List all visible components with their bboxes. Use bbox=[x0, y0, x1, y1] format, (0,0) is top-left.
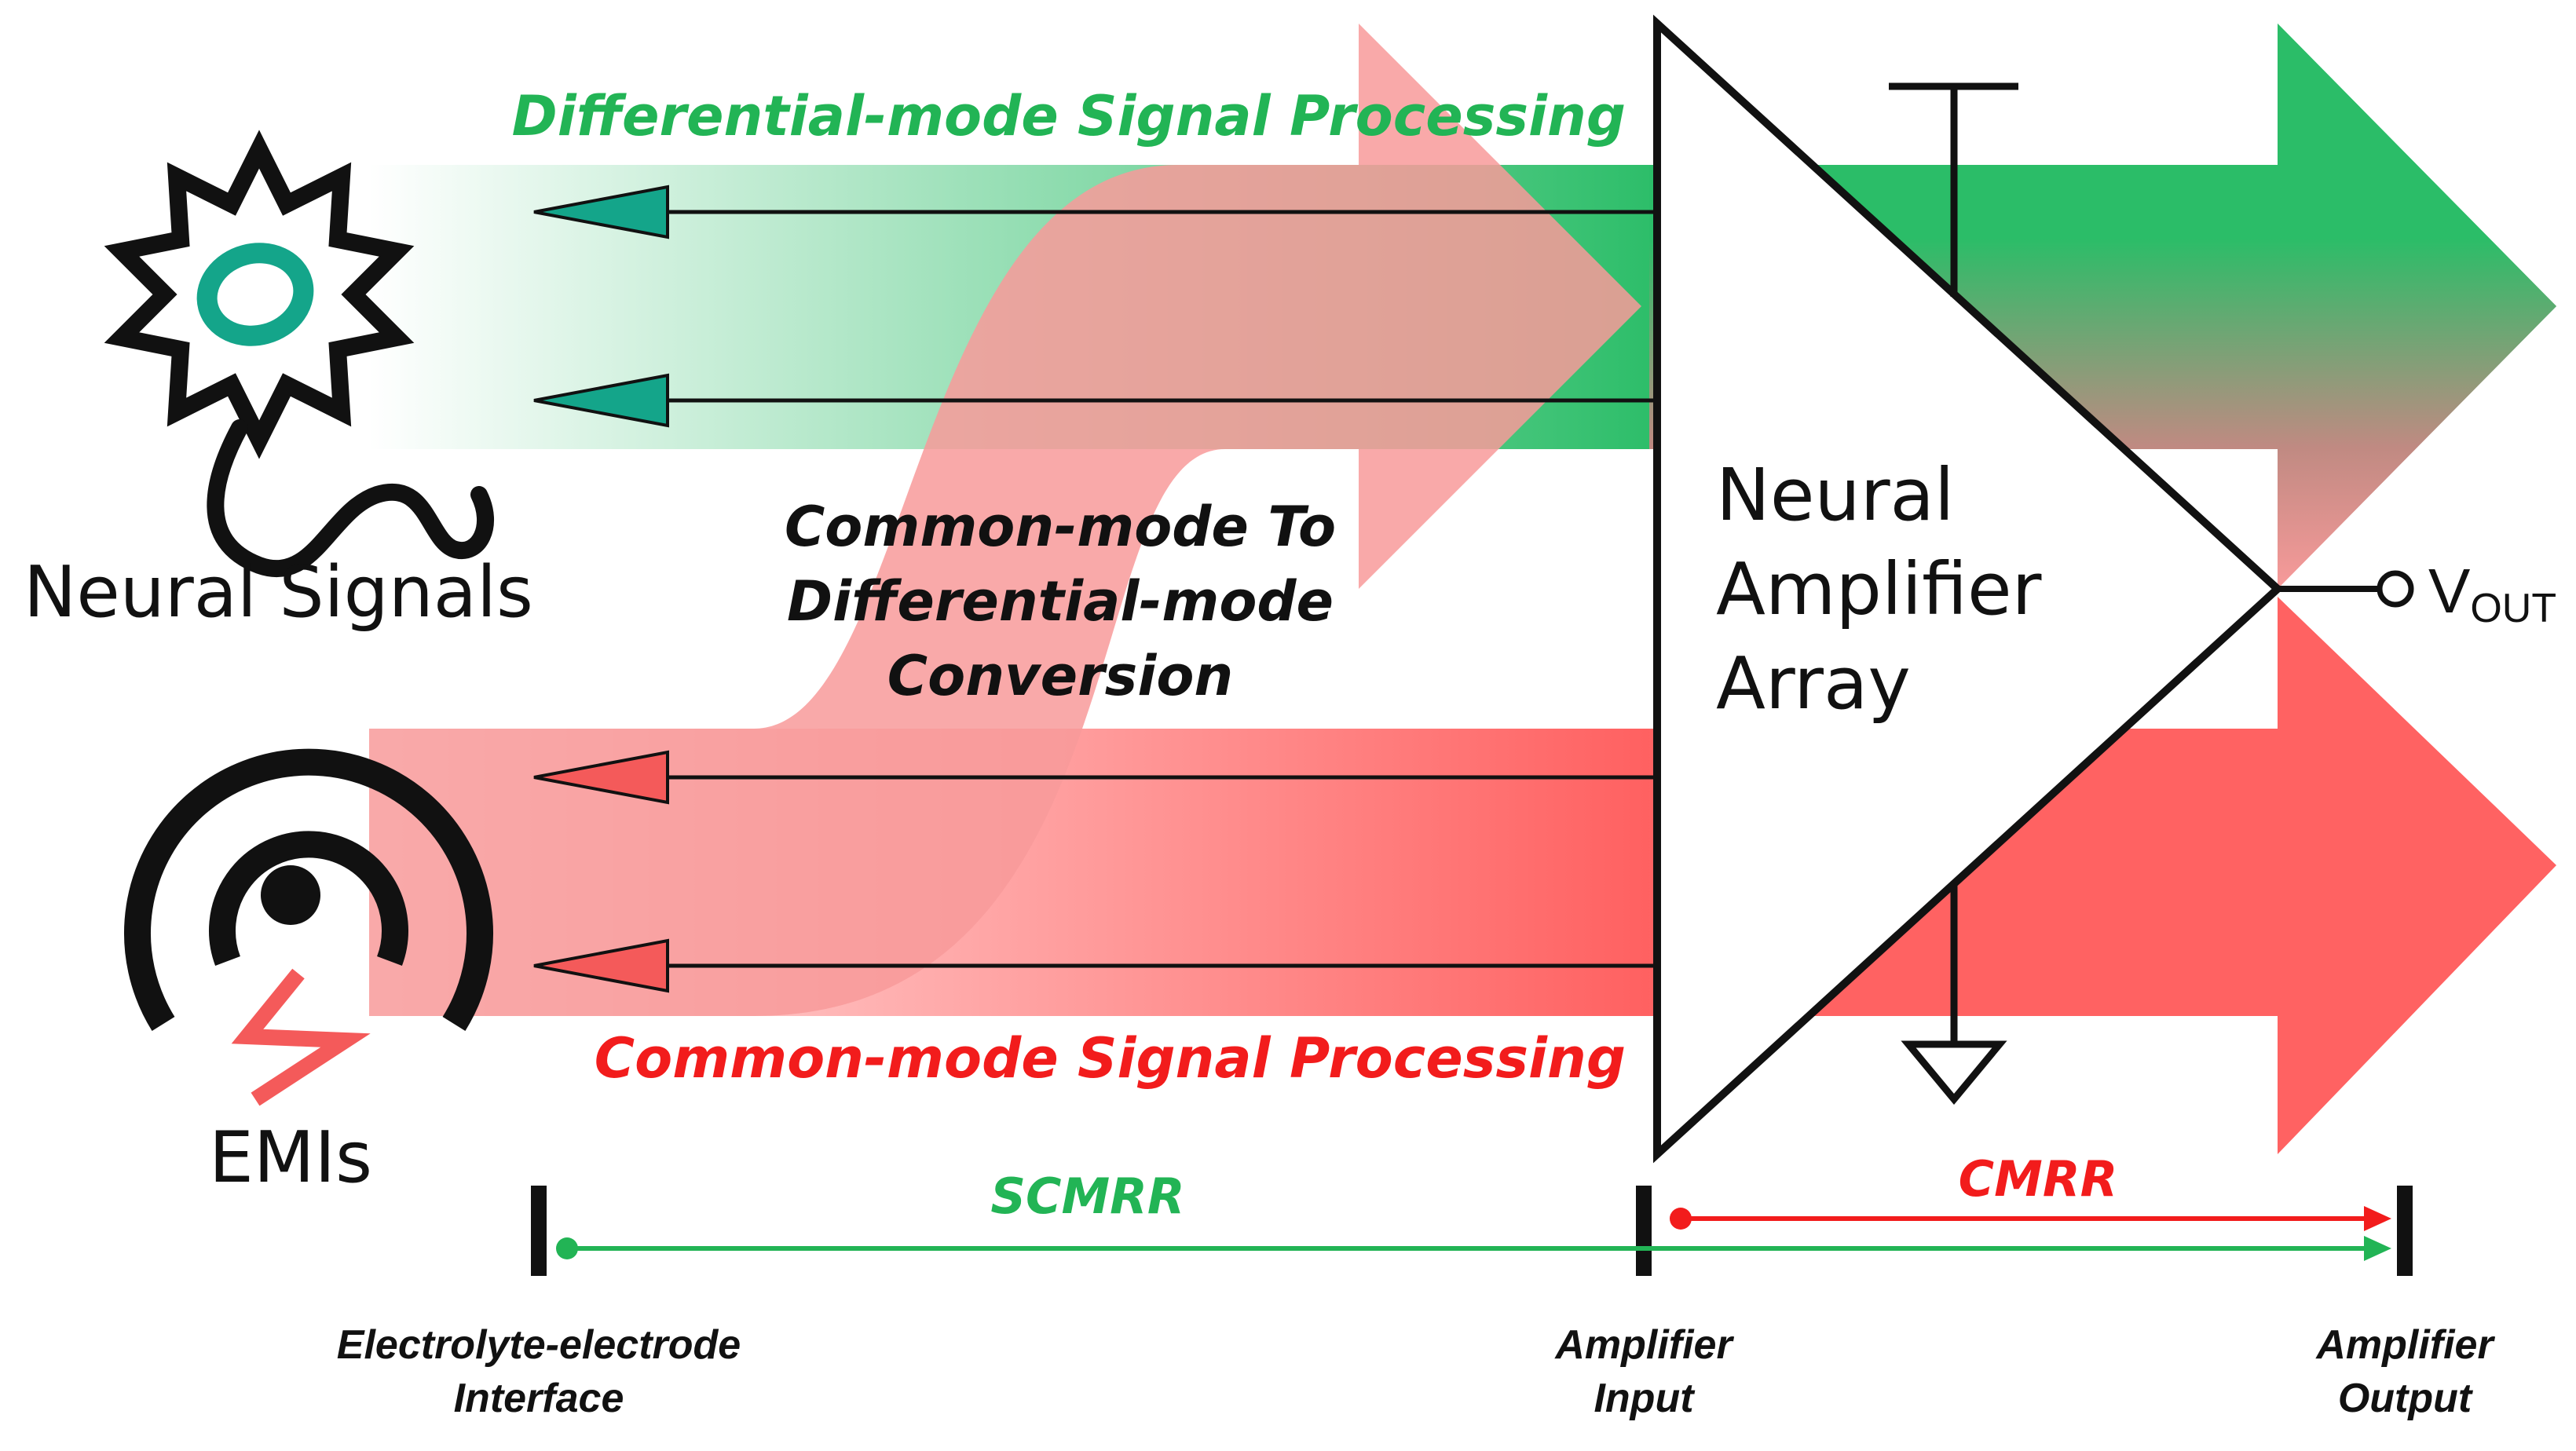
amplifier-triangle bbox=[1653, 14, 2284, 1164]
amp-output-label-line1: Amplifier bbox=[2314, 1322, 2495, 1368]
measurement-bar bbox=[531, 1186, 2413, 1276]
lightning-icon bbox=[231, 968, 371, 1106]
emi-signal-icon bbox=[124, 748, 493, 1031]
common-mode-label: Common-mode Signal Processing bbox=[595, 1026, 1626, 1091]
scmrr-start-dot bbox=[556, 1237, 578, 1259]
cmrr-label: CMRR bbox=[1959, 1150, 2118, 1208]
neuron-icon bbox=[104, 130, 495, 578]
emis-label: EMIs bbox=[209, 1117, 372, 1199]
diff-mode-label: Differential-mode Signal Processing bbox=[512, 84, 1626, 148]
conversion-label-line1: Common-mode To bbox=[785, 495, 1336, 559]
ground-icon bbox=[1901, 886, 2007, 1106]
input-lines bbox=[542, 210, 1657, 968]
neural-signals-label: Neural Signals bbox=[24, 551, 533, 634]
conversion-label-line2: Differential-mode bbox=[787, 569, 1334, 634]
interface-label-line2: Interface bbox=[454, 1376, 624, 1421]
scmrr-arrowhead bbox=[2364, 1236, 2391, 1261]
amp-label-line2: Amplifier bbox=[1716, 547, 2042, 631]
vout-terminal bbox=[2377, 570, 2414, 608]
amp-label-line3: Array bbox=[1716, 641, 1911, 726]
conversion-label-line3: Conversion bbox=[887, 644, 1234, 708]
diff-arrowhead-1 bbox=[533, 185, 669, 239]
interface-label-line1: Electrolyte-electrode bbox=[337, 1322, 741, 1368]
amp-output-label-line2: Output bbox=[2338, 1376, 2474, 1421]
scmrr-label: SCMRR bbox=[990, 1168, 1184, 1225]
amp-input-label-line2: Input bbox=[1594, 1376, 1696, 1421]
vout-label: VOUT bbox=[2428, 556, 2556, 631]
diff-arrowhead-2 bbox=[533, 373, 669, 428]
amp-label-line1: Neural bbox=[1716, 453, 1955, 537]
supply-icon bbox=[1889, 82, 2018, 297]
cm-arrowhead-2 bbox=[533, 938, 669, 993]
cmrr-start-dot bbox=[1670, 1208, 1692, 1230]
conversion-arrow bbox=[369, 24, 1641, 1016]
amp-input-label-line1: Amplifier bbox=[1553, 1322, 1734, 1368]
cm-arrowhead-1 bbox=[533, 750, 669, 805]
cmrr-arrowhead bbox=[2364, 1206, 2391, 1231]
